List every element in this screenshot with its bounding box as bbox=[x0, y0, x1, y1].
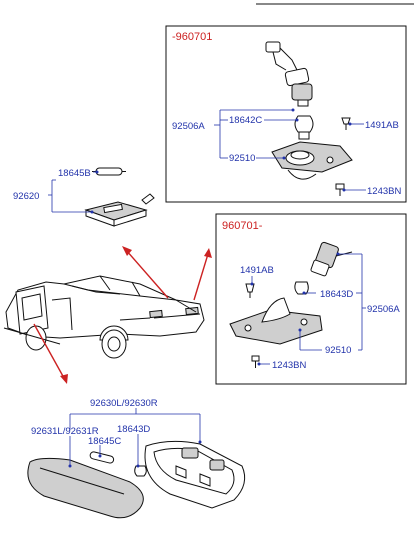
bolt-b-icon bbox=[251, 355, 260, 368]
courtesy-label-bulb-b: 18643D bbox=[117, 424, 150, 435]
room-lamp-housing-icon bbox=[84, 193, 155, 227]
box-a: -960701 bbox=[165, 25, 407, 203]
arrow-to-room-lamp bbox=[125, 249, 169, 299]
box-a-header: -960701 bbox=[172, 31, 212, 43]
lamp-housing-icon bbox=[271, 141, 353, 180]
box-b-header: 960701- bbox=[222, 220, 263, 232]
wedge-bulb-icon bbox=[134, 465, 147, 477]
courtesy-label-bulb-a: 18645C bbox=[88, 436, 121, 447]
bulb-icon bbox=[294, 115, 314, 140]
box-b-label-bolt: 1243BN bbox=[272, 360, 306, 371]
box-b-label-lens: 92510 bbox=[325, 345, 351, 356]
box-b-label-bulb: 18643D bbox=[320, 289, 353, 300]
lamp-housing-b-icon bbox=[229, 297, 323, 345]
callout-arrows bbox=[33, 246, 212, 384]
box-b: 960701- bbox=[215, 213, 407, 385]
box-b-label-screw: 1491AB bbox=[240, 265, 274, 276]
courtesy-label-assy: 92630L/92630R bbox=[90, 398, 158, 409]
screw-icon bbox=[341, 117, 351, 130]
arrow-to-courtesy-lamp bbox=[33, 323, 65, 379]
socket-b-icon bbox=[310, 241, 353, 277]
room-lamp-label-bulb: 18645B bbox=[58, 168, 91, 179]
box-a-label-screw: 1491AB bbox=[365, 120, 399, 131]
box-b-frame bbox=[215, 213, 407, 385]
car-illustration bbox=[3, 275, 205, 359]
box-a-label-bulb: 18642C bbox=[229, 115, 262, 126]
room-lamp-group: 18645B 92620 bbox=[13, 167, 155, 227]
room-lamp-label-assy: 92620 bbox=[13, 191, 39, 202]
festoon-bulb-c-icon bbox=[89, 451, 115, 464]
socket-connector-icon bbox=[265, 41, 313, 107]
box-a-label-lens: 92510 bbox=[229, 153, 255, 164]
bulb-b-icon bbox=[294, 281, 309, 295]
box-a-frame bbox=[165, 25, 407, 203]
courtesy-lamp-group: 92630L/92630R 92631L/92631R 18645C 18643… bbox=[27, 398, 246, 519]
courtesy-housing-icon bbox=[144, 440, 246, 509]
courtesy-lens-icon bbox=[27, 457, 144, 519]
box-a-label-assy: 92506A bbox=[172, 121, 205, 132]
box-a-label-bolt: 1243BN bbox=[367, 186, 401, 197]
bolt-icon bbox=[335, 183, 345, 196]
screw-b-icon bbox=[245, 283, 255, 298]
box-b-label-assy: 92506A bbox=[367, 304, 400, 315]
arrow-to-box-b bbox=[193, 253, 209, 301]
courtesy-label-lens: 92631L/92631R bbox=[31, 426, 99, 437]
